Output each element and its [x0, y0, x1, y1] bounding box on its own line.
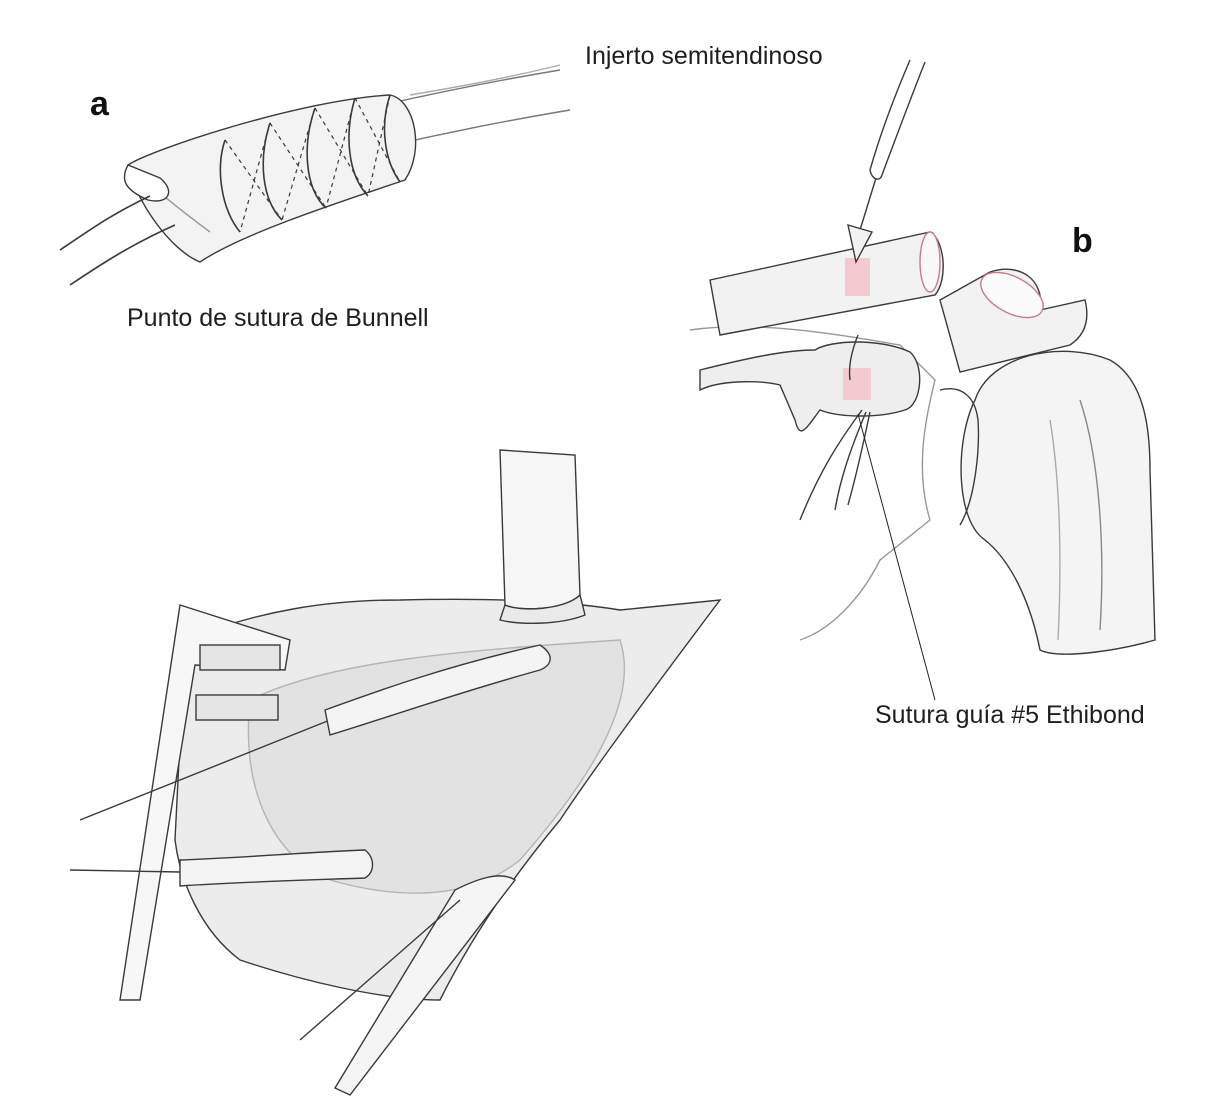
- graft-label: Injerto semitendinoso: [585, 42, 823, 70]
- suture-label: Sutura guía #5 Ethibond: [875, 701, 1145, 729]
- panel-b-letter: b: [1072, 222, 1093, 260]
- panel-b-shoulder-drawing: [689, 59, 1156, 701]
- panel-a-tendon-drawing: [59, 64, 571, 286]
- panel-a-caption: Punto de sutura de Bunnell: [127, 304, 429, 332]
- surgical-field-drawing: [69, 449, 722, 1096]
- panel-a-letter: a: [90, 85, 110, 123]
